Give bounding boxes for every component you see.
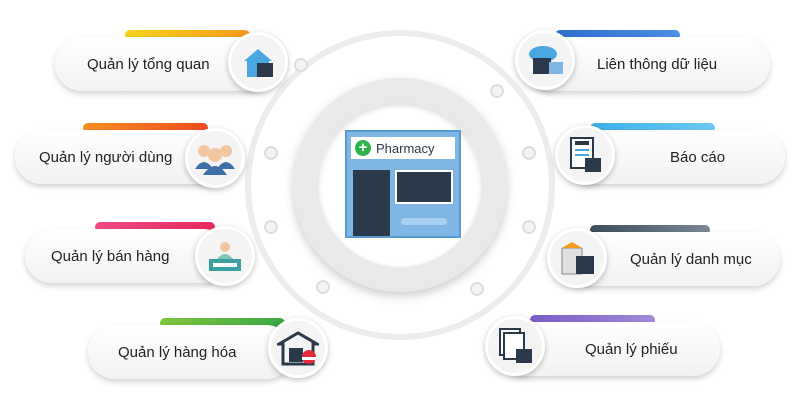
ring-node [522, 220, 536, 234]
feature-label: Quản lý phiếu [585, 340, 678, 358]
accent-bar [555, 30, 680, 40]
accent-bar [590, 123, 715, 133]
ring-node [264, 220, 278, 234]
accent-bar [95, 222, 215, 232]
feature-label: Liên thông dữ liệu [597, 55, 718, 73]
ring-node [264, 146, 278, 160]
cloud-server-icon [515, 30, 575, 90]
accent-bar [160, 318, 285, 328]
pharmacy-store-illustration: + Pharmacy [345, 130, 461, 238]
feature-label: Quản lý bán hàng [51, 247, 170, 265]
ring-node [294, 58, 308, 72]
ring-node [522, 146, 536, 160]
green-cross-icon: + [355, 140, 371, 156]
house-icon [228, 32, 288, 92]
counter [401, 218, 447, 225]
users-icon [185, 128, 245, 188]
accent-bar [530, 315, 655, 325]
catalog-icon [547, 228, 607, 288]
accent-bar [125, 30, 250, 40]
feature-label: Quản lý người dùng [39, 148, 173, 166]
feature-label: Quản lý tổng quan [87, 55, 210, 73]
window [395, 170, 453, 204]
documents-icon [485, 316, 545, 376]
feature-goods[interactable]: Quản lý hàng hóa [88, 325, 293, 379]
feature-label: Báo cáo [670, 148, 726, 166]
ring-node [316, 280, 330, 294]
accent-bar [590, 225, 710, 235]
pharmacy-sign-text: Pharmacy [376, 140, 435, 156]
ring-node [470, 282, 484, 296]
warehouse-icon [268, 318, 328, 378]
cashier-icon [195, 226, 255, 286]
feature-label: Quản lý danh mục [630, 250, 752, 268]
ring-node [490, 84, 504, 98]
accent-bar [83, 123, 208, 133]
report-icon [555, 125, 615, 185]
door [353, 170, 391, 236]
pharmacy-sign: + Pharmacy [351, 137, 455, 159]
orbit-ring [245, 30, 555, 340]
feature-label: Quản lý hàng hóa [118, 343, 237, 361]
